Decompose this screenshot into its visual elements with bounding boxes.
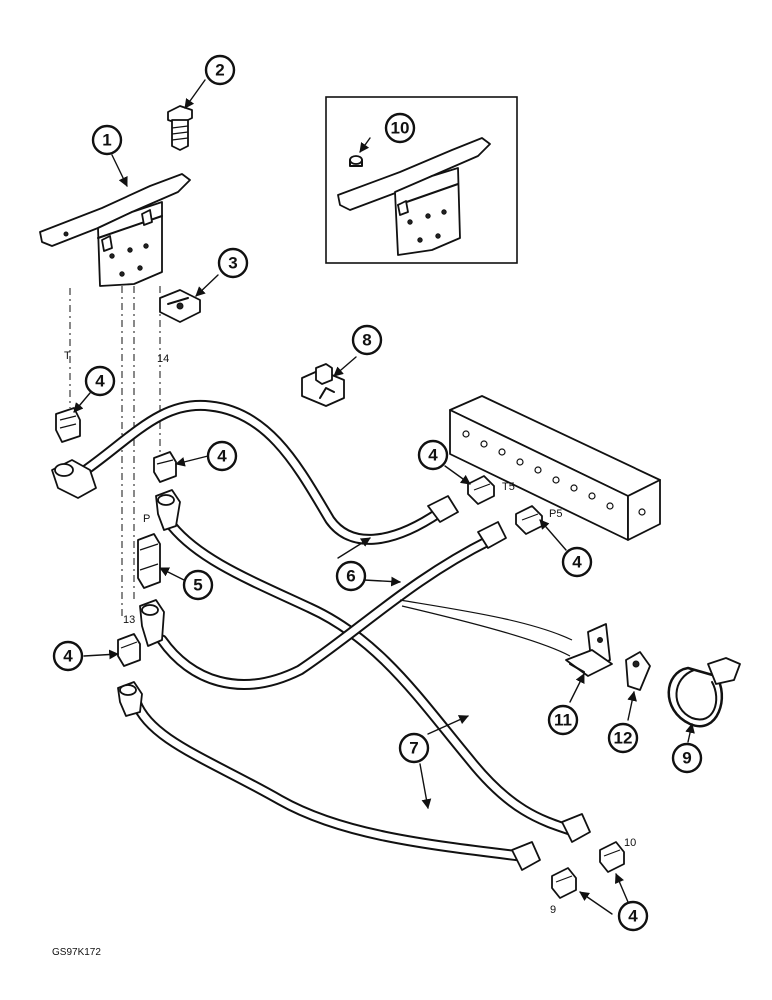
clip-3 <box>159 289 201 323</box>
callout-6: 6 <box>335 560 367 592</box>
manifold <box>449 395 661 541</box>
adapter-4g <box>551 867 577 899</box>
adapter-4c <box>467 475 495 505</box>
fitting-5 <box>137 533 161 589</box>
hose-fittings <box>51 459 591 871</box>
callout-2: 2 <box>204 54 236 86</box>
port-label-10: 10 <box>624 837 636 849</box>
callout-4-c: 4 <box>417 439 449 471</box>
callout-12: 12 <box>607 722 639 754</box>
hose-6c <box>156 534 496 690</box>
drawing-code: GS97K172 <box>52 947 101 958</box>
callout-label: 11 <box>554 711 572 730</box>
adapter-4a <box>55 407 81 443</box>
callout-4-e: 4 <box>52 640 84 672</box>
callout-5: 5 <box>182 569 214 601</box>
block-8 <box>301 363 345 407</box>
callout-label: 4 <box>428 446 438 465</box>
port-label-p: P <box>143 513 150 525</box>
callout-8: 8 <box>351 324 383 356</box>
callout-label: 4 <box>628 907 638 926</box>
callout-label: 12 <box>614 729 633 748</box>
adapter-4d <box>515 505 543 535</box>
alignment-lines <box>69 286 161 620</box>
manifold-holes <box>462 430 646 516</box>
clip-11 <box>565 623 613 677</box>
adapter-4b <box>153 451 177 483</box>
callout-11: 11 <box>547 704 579 736</box>
adapter-4e <box>117 633 141 667</box>
callout-label: 2 <box>215 61 224 80</box>
bracket-1 <box>39 173 191 287</box>
callout-3: 3 <box>217 247 249 279</box>
hose-6b <box>166 520 576 836</box>
callout-label: 4 <box>217 447 227 466</box>
callout-4-a: 4 <box>84 365 116 397</box>
callout-label: 9 <box>682 749 691 768</box>
callout-label: 1 <box>102 131 111 150</box>
callout-9: 9 <box>671 742 703 774</box>
callout-label: 5 <box>193 576 202 595</box>
callout-7: 7 <box>398 732 430 764</box>
port-label-13: 13 <box>123 614 135 626</box>
callout-1: 1 <box>91 124 123 156</box>
port-label-p5: P5 <box>549 508 562 520</box>
callout-label: 4 <box>95 372 105 391</box>
callout-label: 6 <box>346 567 355 586</box>
callout-label: 7 <box>409 739 418 758</box>
adapter-4f <box>599 841 625 873</box>
port-label-t: T <box>64 350 71 362</box>
callout-4-f: 4 <box>617 900 649 932</box>
callout-label: 10 <box>391 119 410 138</box>
hose-7 <box>130 696 526 862</box>
callout-label: 4 <box>63 647 73 666</box>
strap-9 <box>667 657 741 728</box>
clamp-12 <box>625 651 651 691</box>
inset-bracket <box>337 137 491 256</box>
callout-4-b: 4 <box>206 440 238 472</box>
callout-label: 4 <box>572 553 582 572</box>
inset-screw <box>349 155 363 167</box>
port-label-t5: T5 <box>502 481 515 493</box>
leader-lines <box>73 79 695 915</box>
callout-label: 8 <box>362 331 371 350</box>
screw-2 <box>167 105 193 151</box>
callout-10: 10 <box>384 112 416 144</box>
inset-box <box>325 96 518 264</box>
callout-label: 3 <box>228 254 237 273</box>
port-label-9: 9 <box>550 904 556 916</box>
port-label-14: 14 <box>157 353 169 365</box>
callout-4-d: 4 <box>561 546 593 578</box>
